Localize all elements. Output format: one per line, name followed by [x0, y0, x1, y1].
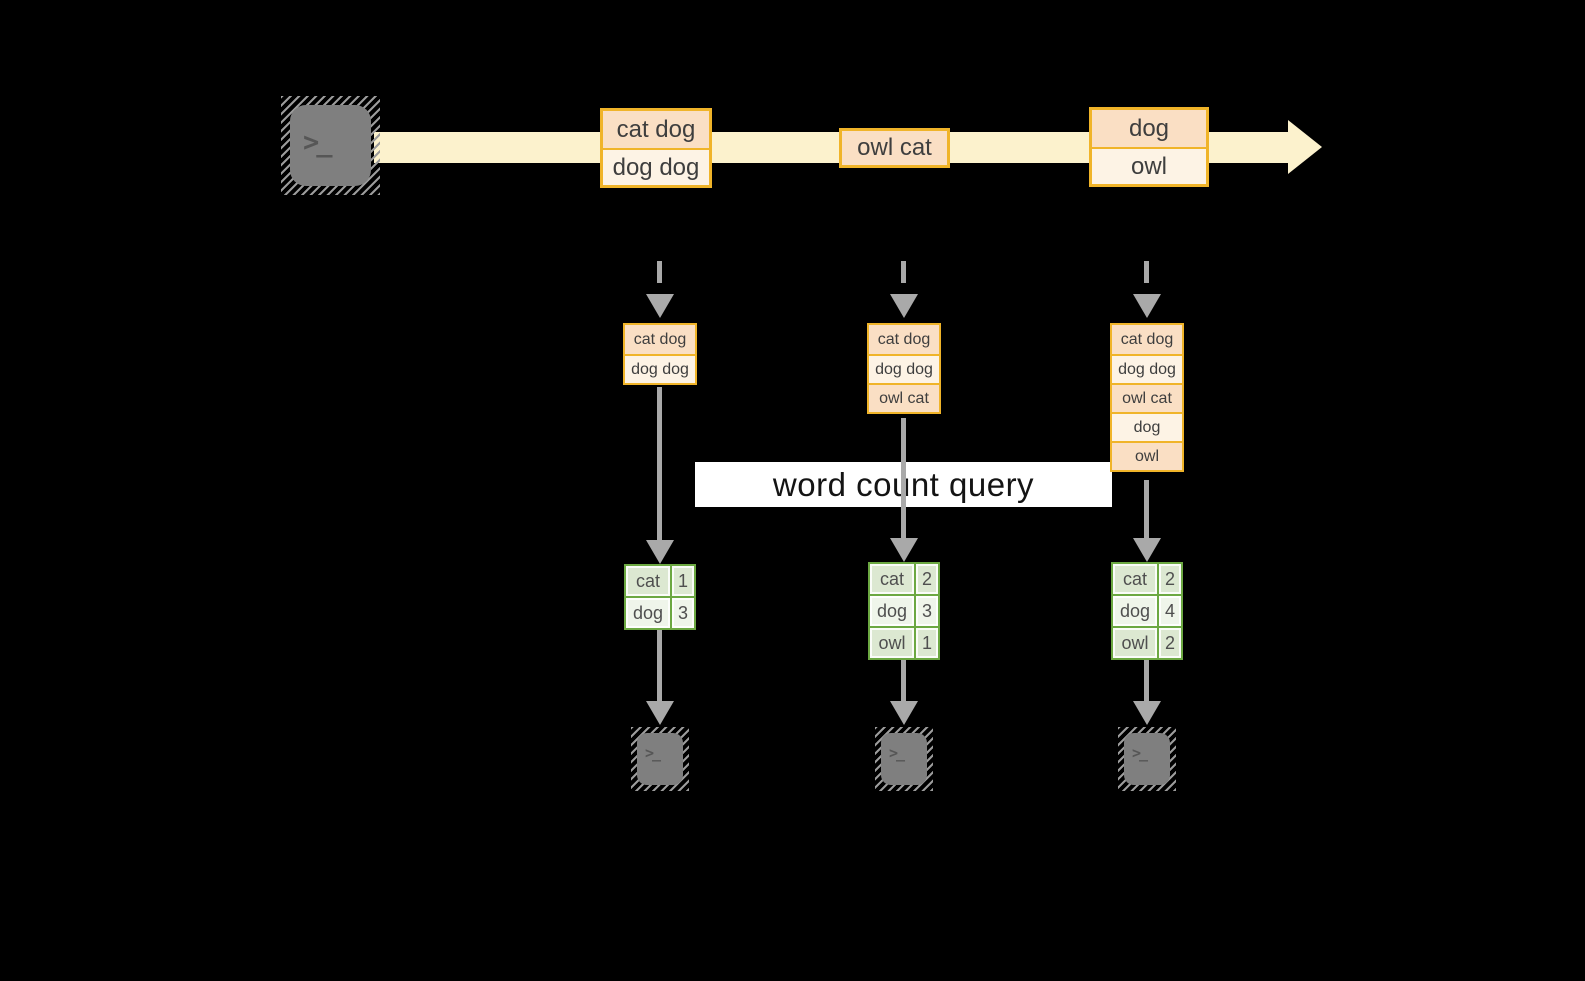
arrow-stem	[1144, 660, 1149, 701]
word-cell: owl	[870, 628, 914, 658]
buffer-box-2: cat dog dog dog owl cat	[867, 323, 941, 414]
terminal-prompt-icon: >_	[889, 744, 905, 762]
stream-batch-3: dog owl	[1089, 107, 1209, 187]
word-cell: dog	[870, 596, 914, 626]
dashed-arrow-segment	[657, 261, 662, 283]
word-cell: dog	[1113, 596, 1157, 626]
count-cell: 4	[1159, 596, 1181, 626]
count-cell: 3	[672, 598, 694, 628]
word-cell: cat	[626, 566, 670, 596]
buffer-record: owl	[1112, 441, 1182, 470]
input-stream-arrowhead-icon	[1288, 120, 1322, 174]
stream-batch-2: owl cat	[839, 128, 950, 168]
stream-record: owl cat	[842, 131, 947, 165]
terminal-sink-icon-3: >_	[1118, 727, 1176, 791]
stream-batch-1: cat dog dog dog	[600, 108, 712, 188]
terminal-screen: >_	[1124, 733, 1170, 785]
arrow-stem	[1144, 480, 1149, 538]
arrow-head-icon	[1133, 538, 1161, 562]
dashed-arrow-head-icon	[646, 294, 674, 318]
buffer-record: dog dog	[1112, 354, 1182, 383]
buffer-record: cat dog	[869, 325, 939, 354]
terminal-sink-icon-1: >_	[631, 727, 689, 791]
word-cell: cat	[1113, 564, 1157, 594]
count-cell: 1	[672, 566, 694, 596]
terminal-source-icon: >_	[281, 96, 380, 195]
count-cell: 3	[916, 596, 938, 626]
buffer-record: dog dog	[869, 354, 939, 383]
dashed-arrow-segment	[901, 261, 906, 283]
count-table-3: cat 2 dog 4 owl 2	[1111, 562, 1183, 660]
dashed-arrow-segment	[1144, 261, 1149, 283]
buffer-record: cat dog	[625, 325, 695, 354]
terminal-sink-icon-2: >_	[875, 727, 933, 791]
buffer-record: owl cat	[1112, 383, 1182, 412]
count-cell: 2	[1159, 628, 1181, 658]
terminal-prompt-icon: >_	[1132, 744, 1148, 762]
arrow-head-icon	[890, 701, 918, 725]
arrow-head-icon	[646, 701, 674, 725]
stream-record: dog	[1092, 110, 1206, 147]
stream-record: cat dog	[603, 111, 709, 148]
arrow-head-icon	[1133, 701, 1161, 725]
arrow-head-icon	[646, 540, 674, 564]
stream-record: owl	[1092, 147, 1206, 184]
arrow-stem	[657, 387, 662, 540]
word-cell: dog	[626, 598, 670, 628]
buffer-record: owl cat	[869, 383, 939, 412]
arrow-head-icon	[890, 538, 918, 562]
dashed-arrow-head-icon	[1133, 294, 1161, 318]
word-cell: owl	[1113, 628, 1157, 658]
buffer-record: cat dog	[1112, 325, 1182, 354]
buffer-box-3: cat dog dog dog owl cat dog owl	[1110, 323, 1184, 472]
arrow-stem	[901, 418, 906, 538]
buffer-record: dog	[1112, 412, 1182, 441]
count-table-1: cat 1 dog 3	[624, 564, 696, 630]
terminal-prompt-icon: >_	[303, 127, 333, 158]
buffer-box-1: cat dog dog dog	[623, 323, 697, 385]
count-cell: 2	[1159, 564, 1181, 594]
count-table-2: cat 2 dog 3 owl 1	[868, 562, 940, 660]
arrow-stem	[657, 630, 662, 701]
terminal-screen: >_	[290, 105, 371, 186]
dashed-arrow-head-icon	[890, 294, 918, 318]
terminal-screen: >_	[881, 733, 927, 785]
buffer-record: dog dog	[625, 354, 695, 383]
arrow-stem	[901, 660, 906, 701]
terminal-screen: >_	[637, 733, 683, 785]
count-cell: 1	[916, 628, 938, 658]
terminal-prompt-icon: >_	[645, 744, 661, 762]
count-cell: 2	[916, 564, 938, 594]
word-cell: cat	[870, 564, 914, 594]
stream-record: dog dog	[603, 148, 709, 185]
